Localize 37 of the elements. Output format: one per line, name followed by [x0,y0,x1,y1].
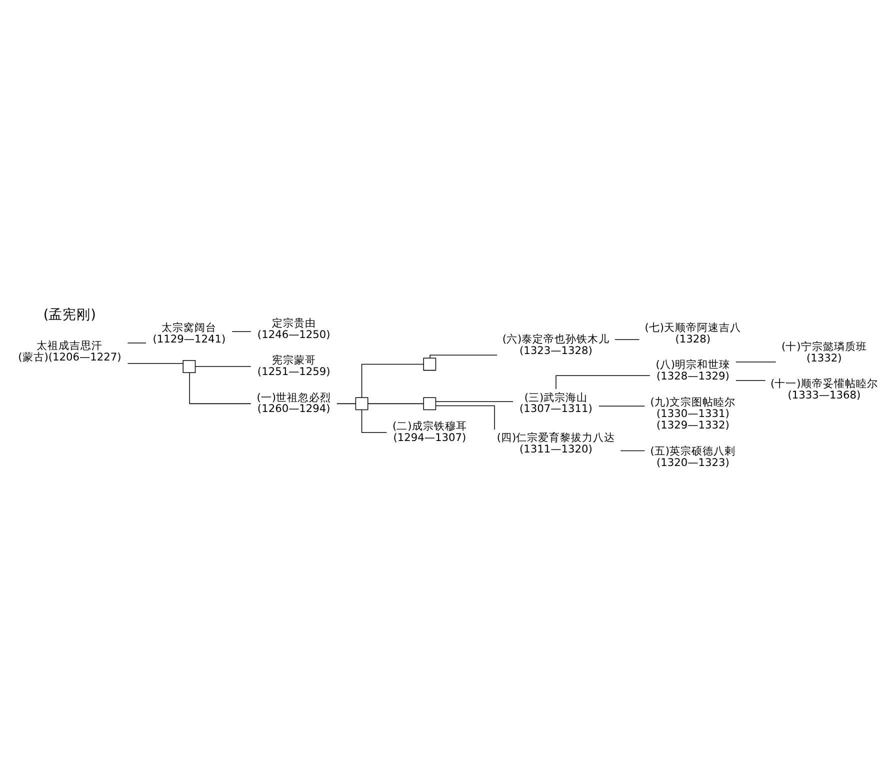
connector [620,450,646,452]
node-text: (七)天顺帝阿速吉八 (1328) [644,321,742,346]
connector [127,363,184,364]
connector [614,339,640,340]
node-text: (四)仁宗爱育黎拔力八达 (1311—1320) [496,431,616,456]
node-text: (八)明宗和世琜 (1328—1329) [656,358,730,383]
connector [556,375,650,390]
node-text: (三)武宗海山 (1307—1311) [520,390,592,416]
connector [368,403,424,404]
connector [436,405,495,430]
node-box [423,397,436,410]
node-text: (五)英宗硕德八剌 (1320—1323) [650,444,736,470]
node-text: (一)世祖忽必烈 (1260—1294) [256,390,332,416]
connector [736,380,766,381]
connector [336,403,356,404]
node-text: (十一)顺帝妥懽帖睦尔 (1333—1368) [770,377,878,402]
connector [189,372,252,404]
node-text: (九)文宗图帖睦尔 (1330—1331) (1329—1332) [650,396,736,432]
node-text: (二)成宗铁穆耳 (1294—1307) [392,420,467,444]
connector [361,409,388,433]
label: (孟宪刚) [43,307,96,324]
connector [430,354,498,358]
node-box [355,397,368,410]
connector [435,401,514,402]
connector [232,331,252,332]
connector [195,366,252,367]
node-box [423,358,436,371]
connector [598,406,646,407]
node-text: 太祖成吉思汗 (蒙古)(1206—1227) [18,339,122,364]
node-text: (六)泰定帝也孙铁木儿 (1323—1328) [502,332,610,357]
node-text: (十)宁宗懿璘质班 (1332) [782,340,867,364]
node-text: 定宗贵由 (1246—1250) [257,316,330,341]
node-text: 宪宗蒙哥 (1251—1259) [257,354,330,378]
connector [361,364,424,398]
node-box [182,360,196,373]
connector [127,342,146,344]
node-text: 太宗窝阔台 (1129—1241) [152,321,226,346]
